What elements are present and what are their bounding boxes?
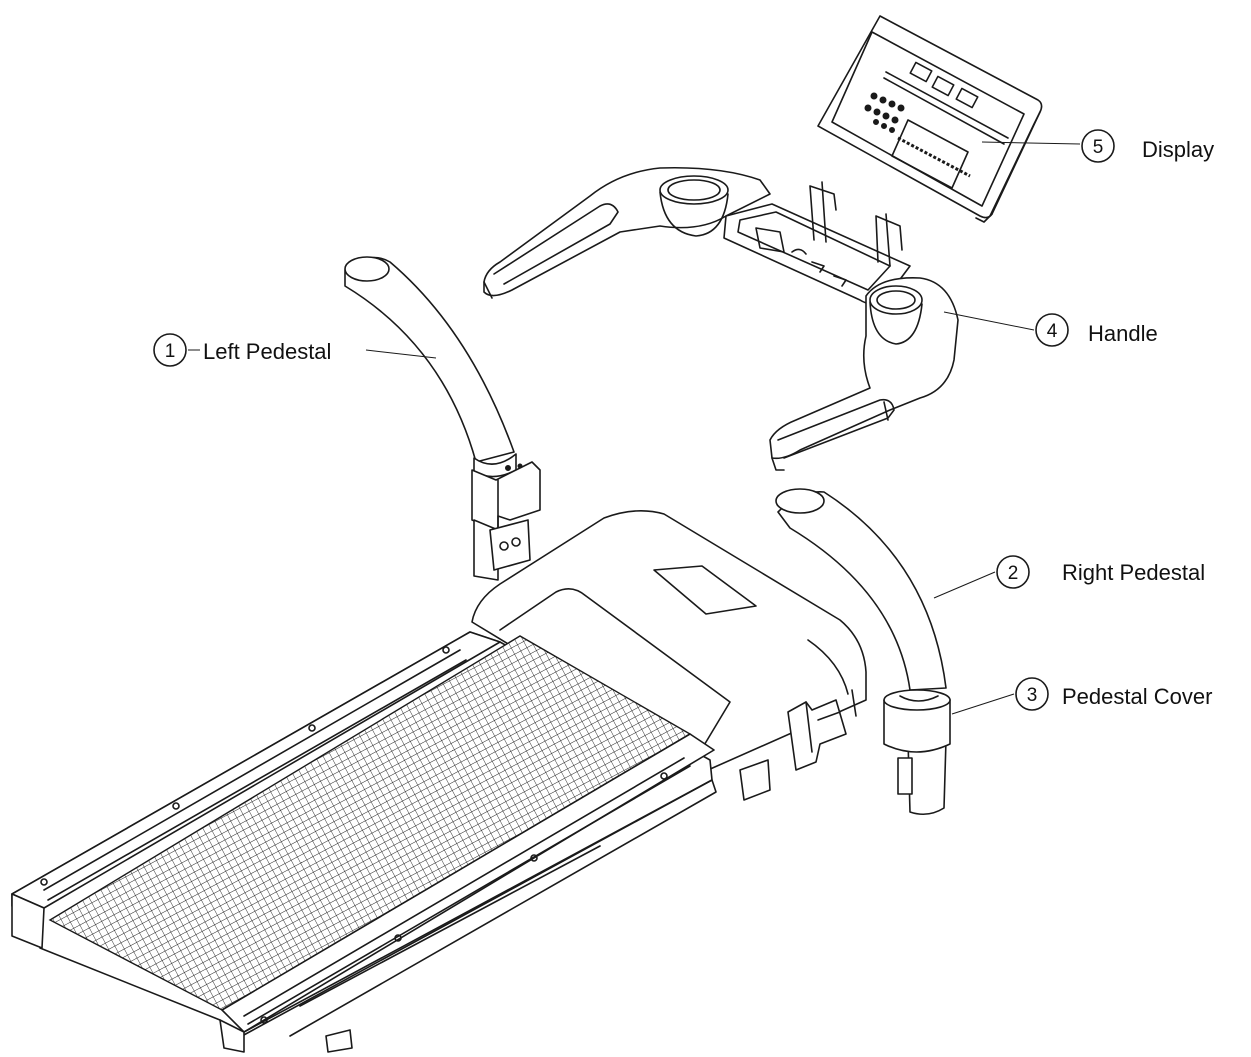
handle-assembly [483,166,959,471]
treadmill-base [11,510,867,1053]
callout-2: 2 [996,555,1030,589]
display-console [817,15,1043,223]
callout-5: 5 [1081,129,1115,163]
right-pedestal [775,488,947,816]
callout-number: 1 [165,341,176,362]
callout-number: 3 [1027,685,1038,706]
callout-number: 5 [1093,137,1104,158]
callout-3: 3 [1015,677,1049,711]
callout-4: 4 [1035,313,1069,347]
leader-lines [188,141,1081,715]
label-handle: Handle [1088,321,1158,346]
label-left-pedestal: Left Pedestal [203,339,331,364]
pedestal-cover [883,689,951,753]
callout-number: 4 [1047,321,1058,342]
left-pedestal [344,256,541,581]
label-display: Display [1142,137,1214,162]
label-right-pedestal: Right Pedestal [1062,560,1205,585]
label-pedestal-cover: Pedestal Cover [1062,684,1212,709]
callout-1: 1 [153,333,187,367]
callout-number: 2 [1008,563,1019,584]
